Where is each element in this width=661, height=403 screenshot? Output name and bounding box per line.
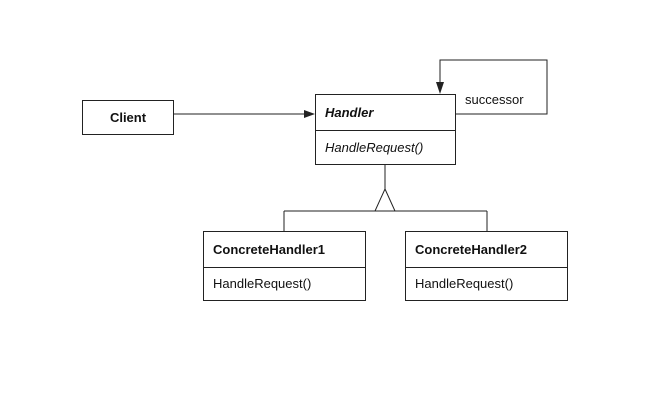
client-class-name: Client	[109, 109, 147, 125]
successor-association-line	[439, 59, 548, 115]
handler-operation: HandleRequest()	[316, 130, 455, 164]
client-class-box: Client	[82, 100, 174, 135]
inheritance-triangle	[374, 187, 396, 212]
successor-label: successor	[465, 92, 524, 107]
concrete-handler-1-operation: HandleRequest()	[204, 267, 365, 300]
concrete-handler-2-operation: HandleRequest()	[406, 267, 567, 300]
successor-arrowhead	[436, 82, 444, 94]
client-to-handler-arrowhead	[304, 110, 315, 118]
concrete-handler-2-class-box: ConcreteHandler2 HandleRequest()	[405, 231, 568, 301]
handler-class-box: Handler HandleRequest()	[315, 94, 456, 165]
concrete-handler-2-class-name: ConcreteHandler2	[415, 241, 527, 257]
concrete-handler-1-class-name: ConcreteHandler1	[213, 241, 325, 257]
concrete-handler-1-class-box: ConcreteHandler1 HandleRequest()	[203, 231, 366, 301]
handler-class-name: Handler	[325, 104, 374, 120]
